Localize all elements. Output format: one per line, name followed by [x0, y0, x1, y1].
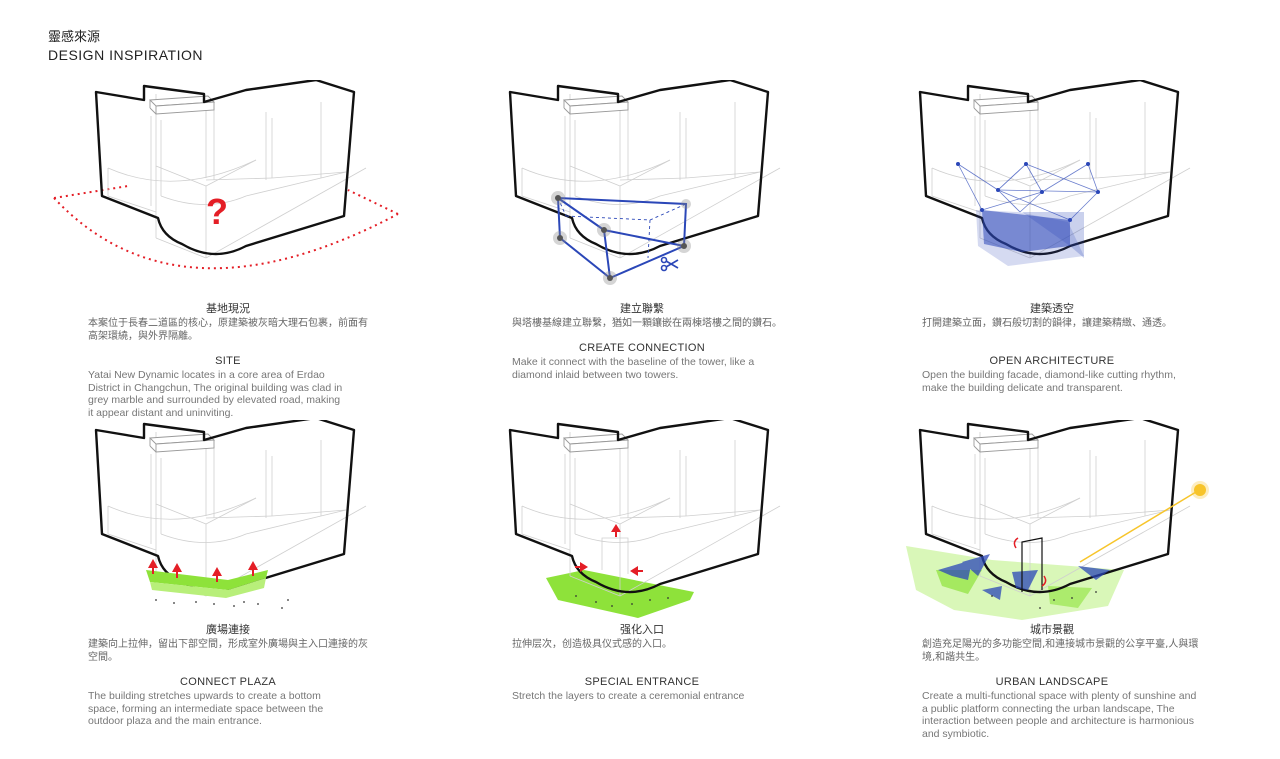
caption-body-en: Make it connect with the baseline of the…	[512, 356, 755, 381]
entrance-portal	[1021, 537, 1043, 592]
caption-special-entrance: 强化入口 拉伸层次，创造极具仪式感的入口。 SPECIAL ENTRANCE S…	[462, 623, 822, 703]
plaza-diagram	[94, 420, 368, 609]
caption-body-zh: 打開建築立面，鑽石般切割的韻律，讓建築精緻、通透。	[922, 318, 1172, 329]
page-title-en: DESIGN INSPIRATION	[48, 47, 203, 63]
caption-title-zh: 基地現況	[206, 302, 250, 315]
caption-body-zh: 拉伸层次，创造极具仪式感的入口。	[512, 639, 672, 650]
caption-open-architecture: 建築透空 打開建築立面，鑽石般切割的韻律，讓建築精緻、通透。 OPEN ARCH…	[872, 302, 1232, 394]
caption-title-en: SPECIAL ENTRANCE	[584, 676, 700, 688]
scissors-icon	[660, 256, 679, 272]
connection-diagram	[508, 80, 782, 285]
sun-icon	[1194, 484, 1206, 496]
question-mark-icon: ?	[206, 191, 228, 232]
landscape-diagram	[906, 420, 1209, 620]
people-figures	[155, 599, 289, 609]
sunlight-ray	[1079, 491, 1197, 563]
caption-title-zh: 建築透空	[1030, 302, 1074, 315]
caption-title-en: CREATE CONNECTION	[579, 342, 705, 354]
page-title-zh: 靈感來源	[48, 30, 101, 45]
caption-connect-plaza: 廣場連接 建築向上拉伸，留出下部空間，形成室外廣場與主入口連接的灰空間。 CON…	[48, 623, 408, 728]
caption-title-en: OPEN ARCHITECTURE	[989, 355, 1115, 367]
caption-title-en: URBAN LANDSCAPE	[995, 676, 1109, 688]
caption-site: 基地現況 本案位于長春二道區的核心，原建築被灰暗大理石包裹，前面有高架環繞，與外…	[48, 302, 408, 419]
caption-body-en: The building stretches upwards to create…	[88, 690, 324, 727]
caption-body-en: Create a multi-functional space with ple…	[922, 690, 1197, 740]
up-arrow-icons	[148, 559, 258, 582]
caption-body-zh: 本案位于長春二道區的核心，原建築被灰暗大理石包裹，前面有高架環繞，與外界隔離。	[88, 318, 368, 342]
open-architecture-diagram	[918, 80, 1192, 266]
caption-urban-landscape: 城市景觀 創造充足陽光的多功能空間,和連接城市景觀的公享平臺,人與環境,和諧共生…	[872, 623, 1232, 740]
entrance-arrow-icons	[575, 524, 643, 576]
people-figures	[991, 591, 1097, 609]
people-figures	[575, 595, 669, 607]
caption-title-en: CONNECT PLAZA	[180, 676, 276, 688]
building-massing	[94, 80, 368, 260]
caption-title-en: SITE	[215, 355, 241, 367]
curve-arrow-icons	[1013, 537, 1047, 587]
transparent-facade	[976, 210, 1084, 266]
caption-body-zh: 建築向上拉伸，留出下部空間，形成室外廣場與主入口連接的灰空間。	[88, 639, 368, 663]
facade-nodes	[956, 162, 1100, 222]
caption-title-zh: 廣場連接	[206, 623, 250, 636]
entrance-diagram	[508, 420, 782, 618]
caption-title-zh: 城市景觀	[1030, 623, 1074, 636]
caption-body-zh: 與塔樓基線建立聯繫，猶如一顆鑲嵌在兩棟塔樓之間的鑽石。	[512, 318, 782, 329]
facade-cut-lines	[957, 163, 1099, 221]
connection-nodes	[551, 191, 691, 285]
caption-body-en: Open the building facade, diamond-like c…	[922, 369, 1176, 394]
caption-title-zh: 建立聯繫	[620, 302, 664, 315]
caption-body-en: Yatai New Dynamic locates in a core area…	[88, 369, 343, 419]
caption-body-zh: 創造充足陽光的多功能空間,和連接城市景觀的公享平臺,人與環境,和諧共生。	[922, 639, 1199, 663]
canopy-shadows	[938, 554, 1110, 600]
page-title: 靈感來源 DESIGN INSPIRATION	[48, 30, 203, 64]
site-boundary-dashed	[53, 197, 399, 270]
caption-body-en: Stretch the layers to create a ceremonia…	[512, 690, 745, 702]
site-diagram: ?	[53, 80, 399, 270]
caption-title-zh: 强化入口	[620, 623, 664, 636]
caption-create-connection: 建立聯繫 與塔樓基線建立聯繫，猶如一顆鑲嵌在兩棟塔樓之間的鑽石。 CREATE …	[462, 302, 822, 381]
